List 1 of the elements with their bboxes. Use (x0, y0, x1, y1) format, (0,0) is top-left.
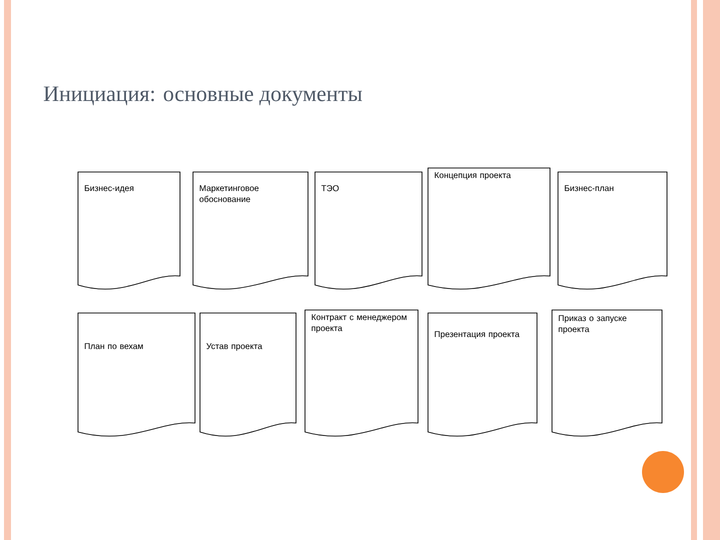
title: Инициация: основные документы (44, 86, 362, 106)
